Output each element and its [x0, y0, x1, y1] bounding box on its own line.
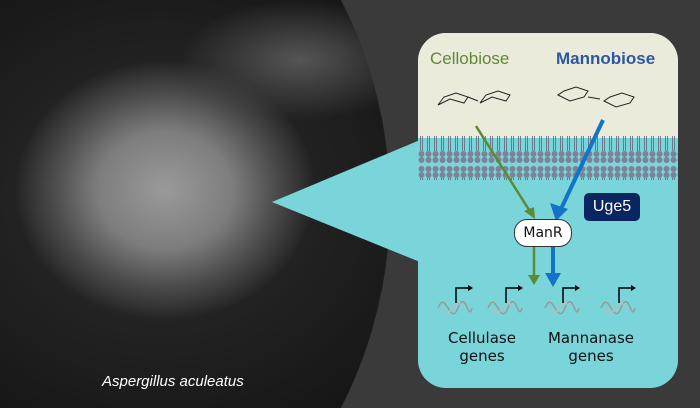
- mechanism-panel: Cellobiose Mannobiose Uge5 ManR Cellulas…: [418, 33, 678, 388]
- gene-icons: [437, 285, 636, 315]
- mannanase-genes-label: Mannanase genes: [541, 329, 641, 365]
- cell-membrane: [418, 136, 678, 180]
- mannobiose-structure: [557, 86, 635, 108]
- cellobiose-structure: [437, 90, 511, 106]
- cellulase-line1: Cellulase: [448, 329, 516, 347]
- mannobiose-label: Mannobiose: [556, 49, 656, 68]
- cellobiose-uptake-arrow: [474, 125, 533, 214]
- diagram-graphics: [418, 86, 678, 315]
- manr-node: ManR: [514, 219, 572, 247]
- mannanase-line1: Mannanase: [547, 329, 635, 347]
- cellulase-line2: genes: [459, 347, 505, 365]
- mannanase-line2: genes: [568, 347, 614, 365]
- uge5-box: Uge5: [584, 193, 640, 221]
- species-label: Aspergillus aculeatus: [102, 373, 244, 390]
- mannobiose-uptake-arrow: [558, 119, 605, 212]
- cellobiose-label: Cellobiose: [430, 49, 510, 68]
- extracellular-region: [418, 33, 678, 138]
- cellulase-genes-label: Cellulase genes: [432, 329, 532, 365]
